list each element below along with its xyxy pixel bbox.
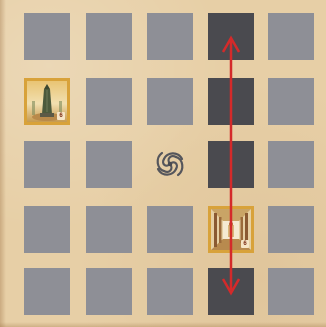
hall-card-badge: 6	[241, 240, 249, 248]
board-cell-r0-c2[interactable]	[147, 13, 193, 60]
board-cell-r4-c4[interactable]	[268, 268, 314, 315]
board-cell-r1-c3-highlighted[interactable]	[208, 78, 254, 125]
board-cell-r1-c4[interactable]	[268, 78, 314, 125]
board-cell-r3-c0[interactable]	[24, 206, 70, 253]
board-cell-r2-c1[interactable]	[86, 141, 132, 188]
board-bottom-edge	[0, 322, 326, 327]
board-cell-r3-c4[interactable]	[268, 206, 314, 253]
vortex-icon	[147, 141, 193, 188]
obelisk-card-badge: 6	[57, 112, 65, 120]
board-cell-r4-c2[interactable]	[147, 268, 193, 315]
board-cell-r2-c3-highlighted[interactable]	[208, 141, 254, 188]
board-cell-r2-c2[interactable]	[147, 141, 193, 188]
board-cell-r0-c4[interactable]	[268, 13, 314, 60]
board-cell-r4-c1[interactable]	[86, 268, 132, 315]
board-cell-r2-c0[interactable]	[24, 141, 70, 188]
board-cell-r3-c2[interactable]	[147, 206, 193, 253]
board-cell-r2-c4[interactable]	[268, 141, 314, 188]
board-cell-r1-c1[interactable]	[86, 78, 132, 125]
board-cell-r3-c3[interactable]: 6	[208, 206, 254, 253]
board-cell-r1-c2[interactable]	[147, 78, 193, 125]
obelisk-card[interactable]: 6	[25, 79, 69, 124]
hall-card[interactable]: 6	[209, 207, 253, 252]
board-left-edge	[0, 0, 6, 327]
board-cell-r0-c1[interactable]	[86, 13, 132, 60]
board-cell-r0-c0[interactable]	[24, 13, 70, 60]
board-cell-r0-c3-highlighted[interactable]	[208, 13, 254, 60]
board-cell-r3-c1[interactable]	[86, 206, 132, 253]
board-cell-r4-c3-highlighted[interactable]	[208, 268, 254, 315]
board-cell-r1-c0[interactable]: 6	[24, 78, 70, 125]
board-cell-r4-c0[interactable]	[24, 268, 70, 315]
